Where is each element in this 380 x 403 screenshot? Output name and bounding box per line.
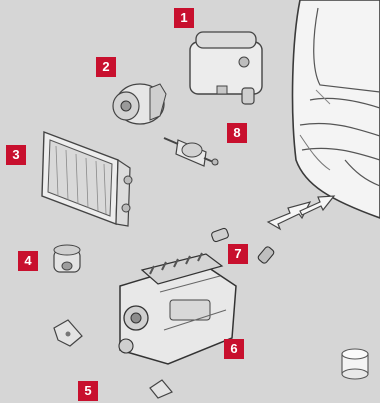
exhaust-box-drawing [190, 32, 262, 104]
callout-badge-5: 5 [78, 381, 98, 401]
cap-drawing [342, 349, 368, 379]
callout-badge-8: 8 [227, 123, 247, 143]
engine-mount-drawing [54, 245, 80, 272]
callout-badge-3: 3 [6, 145, 26, 165]
engine-drawing [119, 253, 236, 364]
double-arrow [268, 196, 334, 229]
fuel-filter-drawing [164, 138, 218, 166]
callout-badge-2: 2 [96, 57, 116, 77]
callout-badge-7: 7 [228, 244, 248, 264]
truck-front-illustration [293, 0, 380, 218]
radiator-drawing [42, 132, 132, 226]
alternator-drawing [113, 84, 166, 124]
callout-badge-1: 1 [174, 8, 194, 28]
callout-badge-4: 4 [18, 251, 38, 271]
callout-badge-6: 6 [224, 339, 244, 359]
